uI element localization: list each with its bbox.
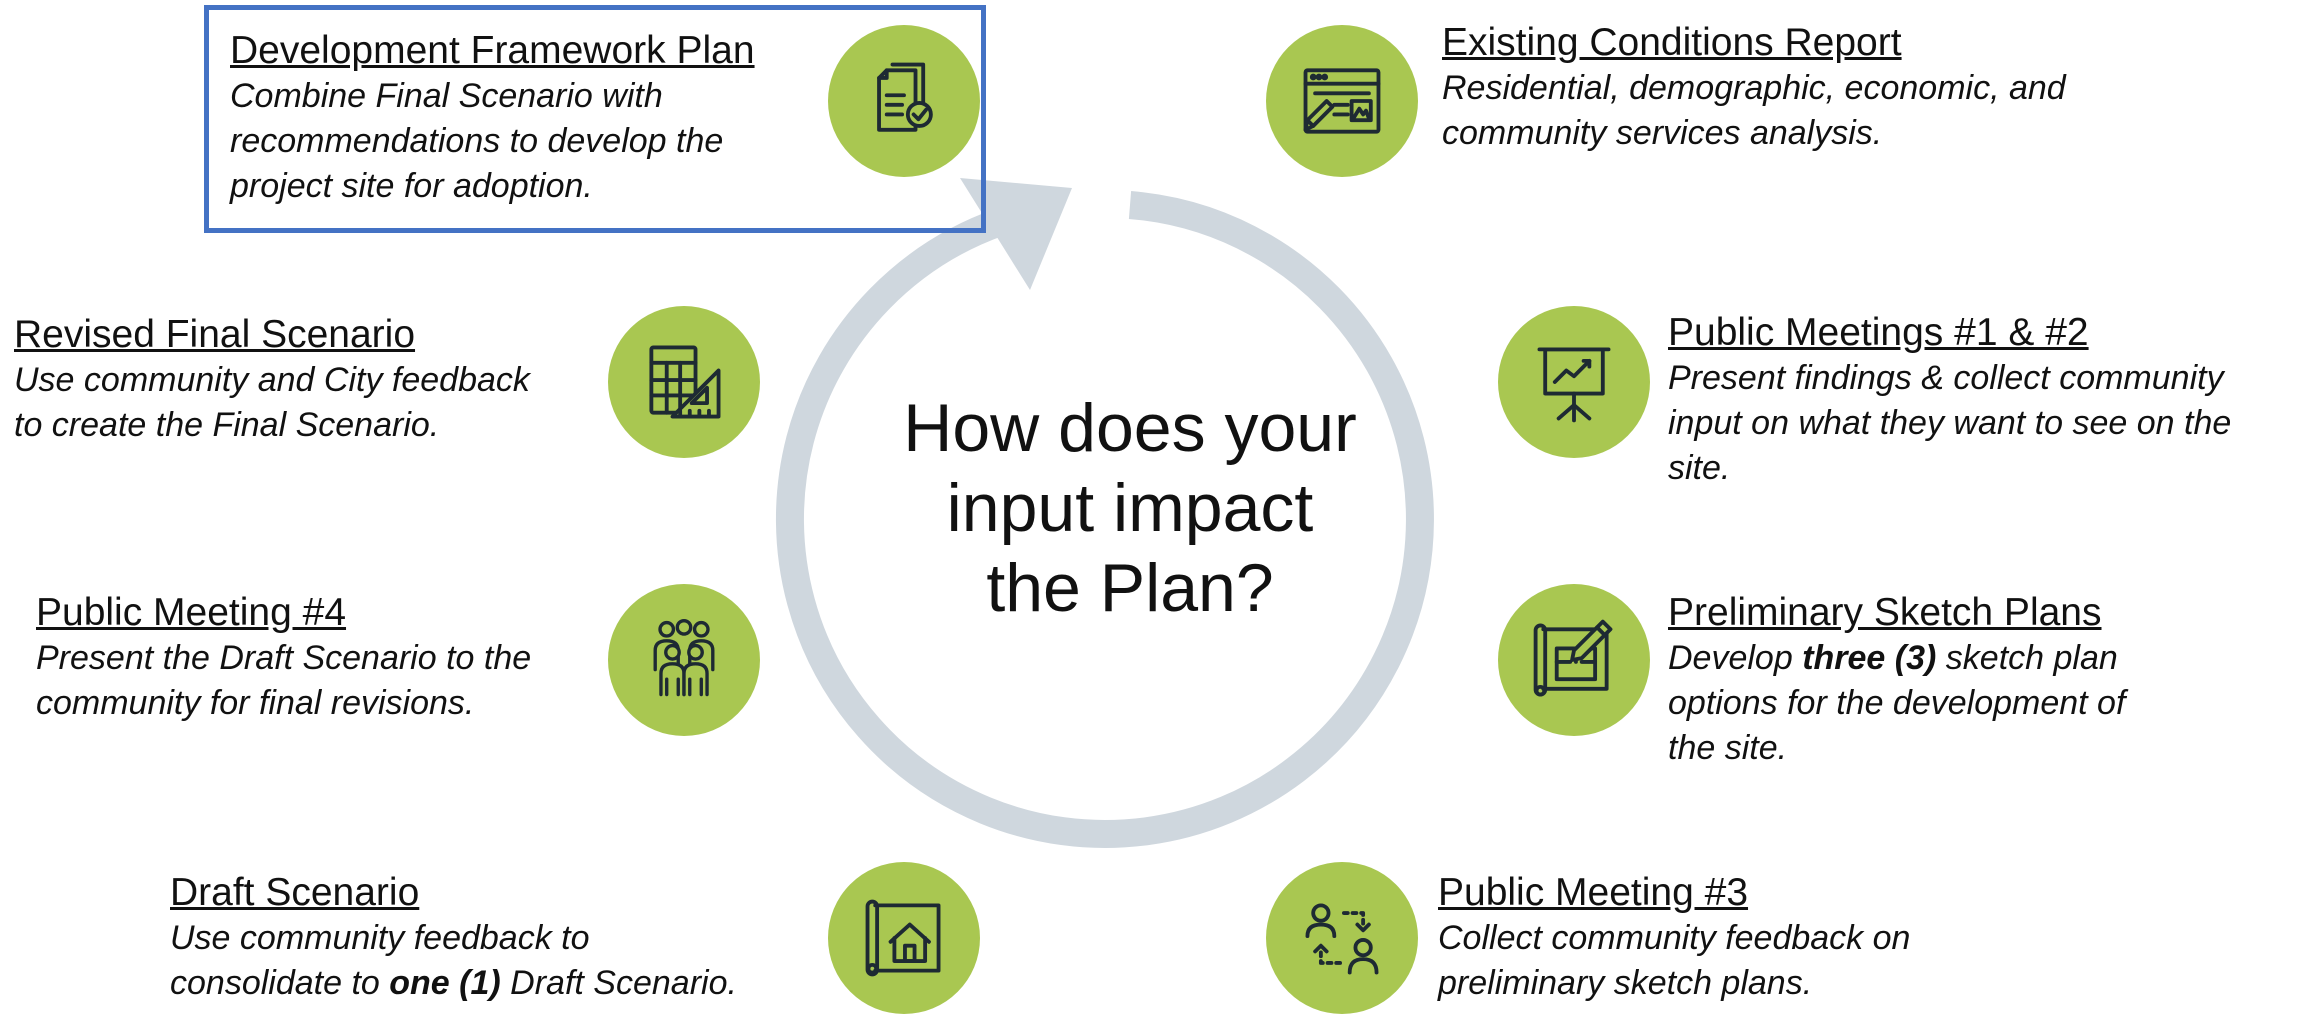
step-description: Present findings & collect community inp… [1668,356,2231,491]
step-description: Use community feedback to consolidate to… [170,916,737,1006]
step-description-line: Use community feedback to [170,919,590,957]
step-description-line: community services analysis. [1442,114,1883,152]
step-description-line: Use community and City feedback [14,361,530,399]
step-description-line: recommendations to develop the [230,122,724,160]
step-title: Public Meeting #3 [1438,871,1749,914]
step-description-line: Residential, demographic, economic, and [1442,69,2066,107]
step-description: Combine Final Scenario with recommendati… [230,74,755,209]
highlight-box [204,5,986,233]
step-description-line: input on what they want to see on the [1668,404,2232,442]
people-exchange-icon [1266,862,1418,1014]
step-preliminary-sketch-plans: Preliminary Sketch Plans Develop three (… [1668,590,2125,771]
step-description-text: Draft Scenario. [500,964,737,1002]
step-title: Draft Scenario [170,871,420,914]
drafting-tools-icon [608,306,760,458]
step-description-emphasis: one (1) [389,964,501,1002]
step-description: Present the Draft Scenario to the commun… [36,636,531,726]
step-description-line: Present findings & collect community [1668,359,2224,397]
step-existing-conditions-report: Existing Conditions Report Residential, … [1442,20,2066,156]
step-description-text: consolidate to [170,964,390,1002]
step-description-line: Combine Final Scenario with [230,77,663,115]
step-public-meeting-4: Public Meeting #4 Present the Draft Scen… [36,590,531,726]
step-public-meetings-1-2: Public Meetings #1 & #2 Present findings… [1668,310,2231,491]
center-question-line: input impact [946,470,1314,546]
step-description-line: to create the Final Scenario. [14,406,440,444]
step-description-text: sketch plan [1936,639,2118,677]
step-title: Development Framework Plan [230,29,755,72]
step-development-framework-plan: Development Framework Plan Combine Final… [230,28,755,209]
step-title: Public Meeting #4 [36,591,347,634]
center-question-line: the Plan? [986,550,1274,626]
step-description-line: Develop three (3) sketch plan [1668,636,2125,681]
browser-report-icon [1266,25,1418,177]
step-description-line: consolidate to one (1) Draft Scenario. [170,961,737,1006]
step-draft-scenario: Draft Scenario Use community feedback to… [170,870,737,1006]
step-revised-final-scenario: Revised Final Scenario Use community and… [14,312,530,448]
step-description: Residential, demographic, economic, and … [1442,66,2066,156]
house-plan-icon [828,862,980,1014]
step-title: Revised Final Scenario [14,313,416,356]
step-description-text: Develop [1668,639,1803,677]
blueprint-pencil-icon [1498,584,1650,736]
step-description-line: Collect community feedback on [1438,919,1911,957]
step-title: Preliminary Sketch Plans [1668,591,2102,634]
step-description-line: preliminary sketch plans. [1438,964,1813,1002]
step-description-line: community for final revisions. [36,684,475,722]
center-question-line: How does your [903,390,1357,466]
step-description: Collect community feedback on preliminar… [1438,916,1910,1006]
step-description-line: site. [1668,449,1731,487]
step-public-meeting-3: Public Meeting #3 Collect community feed… [1438,870,1910,1006]
presentation-board-icon [1498,306,1650,458]
step-description-line: the site. [1668,729,1788,767]
step-description: Develop three (3) sketch plan options fo… [1668,636,2125,771]
step-title: Public Meetings #1 & #2 [1668,311,2089,354]
step-description-line: options for the development of [1668,684,2126,722]
group-people-icon [608,584,760,736]
step-description-line: project site for adoption. [230,167,593,205]
document-check-icon [828,25,980,177]
step-description-emphasis: three (3) [1802,639,1937,677]
step-description-line: Present the Draft Scenario to the [36,639,532,677]
center-question: How does your input impact the Plan? [840,388,1420,628]
step-title: Existing Conditions Report [1442,21,1902,64]
step-description: Use community and City feedback to creat… [14,358,530,448]
